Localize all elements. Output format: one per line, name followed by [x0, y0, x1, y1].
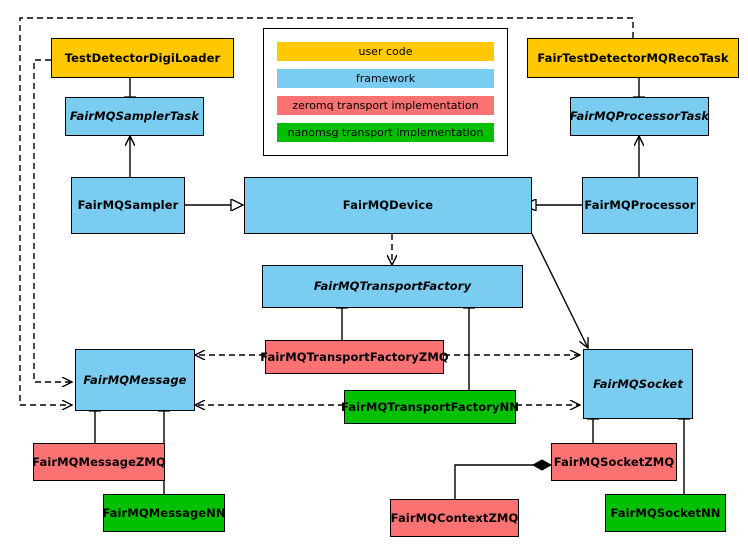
node-fairmqsocketzmq[interactable]: FairMQSocketZMQ	[551, 443, 677, 481]
edge-socketzmq-contextzmq	[454, 465, 551, 499]
node-fairmqsocket[interactable]: FairMQSocket	[583, 349, 693, 419]
node-fairmqsampler[interactable]: FairMQSampler	[71, 177, 185, 234]
legend-item-nanomsg: nanomsg transport implementation	[277, 123, 494, 142]
legend: user code framework zeromq transport imp…	[263, 28, 508, 156]
node-fairmqtransportfactoryzmq[interactable]: FairMQTransportFactoryZMQ	[260, 340, 449, 374]
node-label: FairMQMessageNN	[102, 505, 226, 520]
legend-label: zeromq transport implementation	[292, 99, 479, 112]
node-fairmqprocessor[interactable]: FairMQProcessor	[582, 177, 698, 234]
node-label: FairMQSocketZMQ	[553, 454, 675, 469]
node-label: FairMQTransportFactory	[313, 279, 472, 294]
edge-device-socket	[531, 233, 588, 348]
node-label: FairMQSamplerTask	[69, 109, 200, 124]
node-fairmqmessagezmq[interactable]: FairMQMessageZMQ	[32, 443, 166, 481]
node-label: TestDetectorDigiLoader	[64, 50, 221, 65]
node-label: FairMQSampler	[77, 198, 179, 213]
node-testdetectordigiloader[interactable]: TestDetectorDigiLoader	[51, 38, 234, 78]
node-label: FairMQTransportFactoryZMQ	[260, 349, 449, 364]
legend-item-zeromq: zeromq transport implementation	[277, 96, 494, 115]
node-fairmqmessage[interactable]: FairMQMessage	[75, 349, 195, 411]
legend-label: user code	[358, 45, 413, 58]
node-fairtestdetectormqrecotask[interactable]: FairTestDetectorMQRecoTask	[527, 38, 739, 78]
node-fairmqsocketnn[interactable]: FairMQSocketNN	[605, 494, 726, 532]
node-fairmqdevice[interactable]: FairMQDevice	[244, 177, 532, 234]
legend-label: nanomsg transport implementation	[287, 126, 484, 139]
node-fairmqprocessortask[interactable]: FairMQProcessorTask	[570, 97, 709, 136]
node-label: FairMQProcessor	[584, 198, 696, 213]
node-label: FairMQProcessorTask	[569, 109, 710, 124]
node-label: FairMQSocketNN	[610, 505, 721, 520]
node-label: FairMQDevice	[342, 198, 434, 213]
legend-label: framework	[355, 72, 416, 85]
legend-item-user-code: user code	[277, 42, 494, 61]
node-label: FairMQMessage	[83, 372, 187, 387]
node-label: FairMQTransportFactoryNN	[340, 399, 520, 414]
node-fairmqsamplertask[interactable]: FairMQSamplerTask	[65, 97, 204, 136]
node-label: FairMQContextZMQ	[390, 510, 519, 525]
node-label: FairMQSocket	[593, 376, 683, 391]
legend-item-framework: framework	[277, 69, 494, 88]
node-fairmqtransportfactorynn[interactable]: FairMQTransportFactoryNN	[340, 390, 520, 424]
node-fairmqcontextzmq[interactable]: FairMQContextZMQ	[390, 499, 519, 537]
node-fairmqtransportfactory[interactable]: FairMQTransportFactory	[262, 265, 523, 308]
node-fairmqmessagenn[interactable]: FairMQMessageNN	[102, 494, 226, 532]
node-label: FairTestDetectorMQRecoTask	[537, 50, 729, 65]
node-label: FairMQMessageZMQ	[32, 454, 166, 469]
